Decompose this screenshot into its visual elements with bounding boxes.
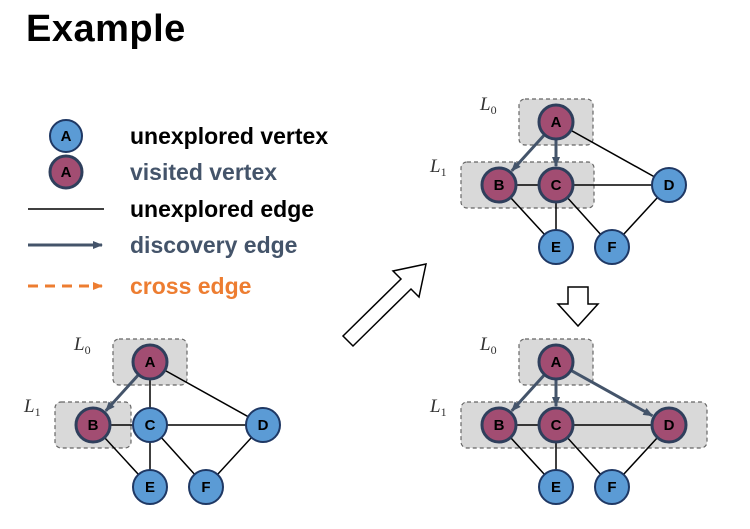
- vertex-a: [537, 103, 575, 141]
- vertex-d: [650, 406, 688, 444]
- vertex-c: [537, 166, 575, 204]
- vertex-f: [188, 469, 224, 505]
- level-1-label: L1: [429, 156, 447, 179]
- legend-label-unexplored-vertex: unexplored vertex: [130, 123, 328, 149]
- slide-title: Example: [26, 8, 186, 50]
- vertex-e: [538, 229, 574, 265]
- vertex-label-a: A: [145, 354, 156, 371]
- vertex-b: [480, 166, 518, 204]
- discovery-edge-AB: [510, 373, 546, 412]
- vertex-label-b: B: [494, 417, 505, 434]
- vertex-c: [132, 407, 168, 443]
- level-1-subscript: 1: [441, 165, 447, 179]
- legend-discovery-edge: discovery edge: [28, 232, 297, 258]
- vertex-label-c: C: [145, 417, 156, 434]
- vertex-label-d: D: [664, 417, 675, 434]
- vertex-label-e: E: [551, 479, 561, 496]
- vertex-c: [537, 406, 575, 444]
- legend-label-cross-edge: cross edge: [130, 273, 251, 299]
- vertex-label-e: E: [551, 239, 561, 256]
- legend-unexplored-vertex: A unexplored vertex: [49, 119, 328, 153]
- vertex-f: [594, 229, 630, 265]
- vertex-label-c: C: [551, 417, 562, 434]
- level-1-label: L1: [429, 396, 447, 419]
- legend-label-discovery-edge: discovery edge: [130, 232, 297, 258]
- diagonal-transition-arrow: [341, 263, 427, 348]
- legend-visited-vertex: A visited vertex: [48, 154, 277, 190]
- level-1-label: L1: [23, 396, 41, 419]
- legend-label-visited-vertex: visited vertex: [130, 159, 277, 185]
- legend: A unexplored vertex A visited vertex une…: [28, 119, 328, 299]
- level-1-subscript: 1: [441, 405, 447, 419]
- legend-unexplored-edge: unexplored edge: [28, 196, 314, 222]
- vertex-label-e: E: [145, 479, 155, 496]
- unexplored-vertex-symbol: [49, 119, 83, 153]
- level-0-label: L0: [479, 94, 497, 117]
- vertex-label-f: F: [607, 239, 616, 256]
- level-0-subscript: 0: [85, 343, 91, 357]
- vertex-a: [537, 343, 575, 381]
- unexplored-edge-AD: [555, 121, 670, 186]
- discovery-edge-AB: [104, 373, 140, 412]
- vertex-b: [480, 406, 518, 444]
- vertex-e: [132, 469, 168, 505]
- vertex-b: [74, 406, 112, 444]
- level-0-subscript: 0: [491, 103, 497, 117]
- legend-vertex-letter: A: [61, 164, 72, 181]
- level-0-label: L0: [73, 334, 91, 357]
- legend-label-unexplored-edge: unexplored edge: [130, 196, 314, 222]
- vertex-label-f: F: [607, 479, 616, 496]
- vertex-label-c: C: [551, 177, 562, 194]
- vertex-label-b: B: [88, 417, 99, 434]
- level-1-subscript: 1: [35, 405, 41, 419]
- vertex-a: [131, 343, 169, 381]
- vertex-label-d: D: [258, 417, 269, 434]
- vertex-e: [538, 469, 574, 505]
- vertex-label-b: B: [494, 177, 505, 194]
- vertex-d: [651, 167, 687, 203]
- vertex-d: [245, 407, 281, 443]
- level-0-label: L0: [479, 334, 497, 357]
- unexplored-edge-AD: [149, 361, 264, 426]
- legend-vertex-letter: A: [61, 128, 72, 145]
- level-0-subscript: 0: [491, 343, 497, 357]
- vertex-label-a: A: [551, 354, 562, 371]
- vertex-label-f: F: [201, 479, 210, 496]
- vertex-label-a: A: [551, 114, 562, 131]
- legend-cross-edge: cross edge: [28, 273, 251, 299]
- vertex-f: [594, 469, 630, 505]
- discovery-edge-AB: [510, 133, 546, 172]
- discovery-edge-AD: [570, 368, 654, 418]
- visited-vertex-symbol: [48, 154, 84, 190]
- down-transition-arrow: [556, 286, 600, 328]
- vertex-label-d: D: [664, 177, 675, 194]
